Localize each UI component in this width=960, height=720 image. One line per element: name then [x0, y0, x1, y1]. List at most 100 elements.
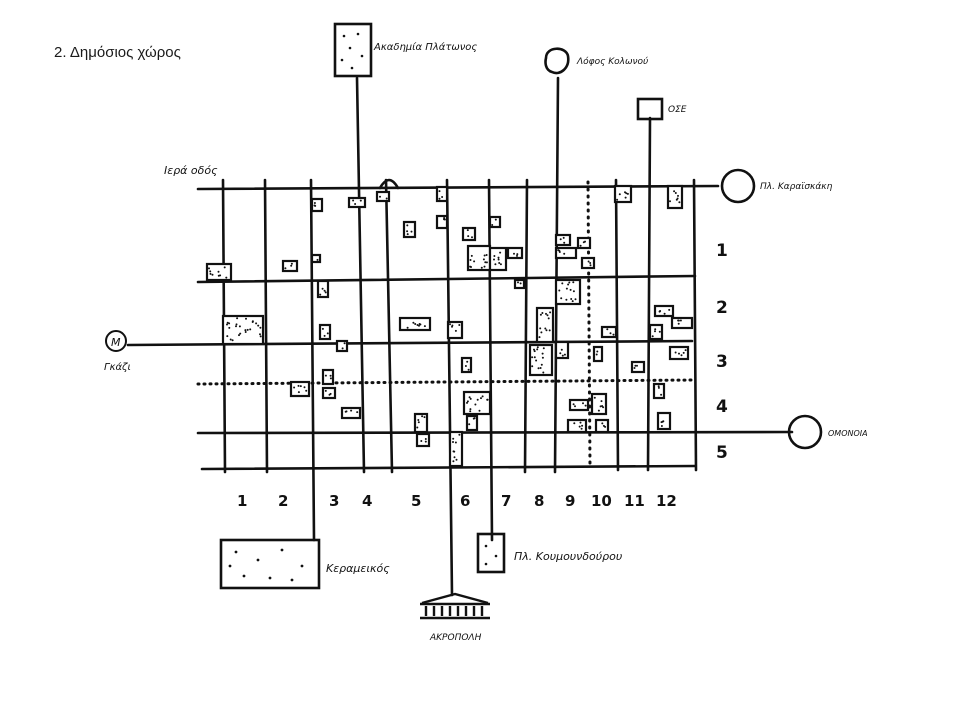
block-dot: [228, 326, 231, 329]
block-dot: [297, 384, 300, 387]
block-dot: [458, 324, 461, 326]
block-dot: [468, 396, 471, 399]
block-dot: [597, 409, 600, 412]
block-dot: [517, 281, 519, 284]
block-dot: [209, 270, 212, 273]
street-row-3: [126, 339, 694, 347]
block-dot: [239, 332, 242, 335]
block-dot: [406, 230, 409, 233]
block-dot: [485, 254, 488, 256]
block-dot: [209, 272, 212, 275]
block-dot: [454, 441, 457, 444]
block-dot: [324, 291, 327, 294]
block-dot: [580, 427, 583, 430]
block-dot: [473, 260, 476, 263]
block-dot: [493, 258, 495, 261]
col-number-5: 5: [411, 492, 421, 510]
block-dot: [443, 217, 446, 219]
block-dot: [539, 327, 542, 330]
block-dot: [657, 385, 660, 388]
block-dot: [572, 290, 575, 293]
block-dot: [412, 321, 415, 324]
block-dot: [595, 353, 598, 356]
block-dot: [464, 365, 467, 367]
col-number-1: 1: [237, 492, 247, 510]
block-dot: [540, 331, 543, 334]
block-dot: [473, 417, 476, 420]
block-dot: [658, 310, 661, 313]
col-number-11: 11: [624, 492, 645, 510]
block-dot: [533, 356, 536, 359]
block-dot: [441, 196, 444, 198]
block-dot: [565, 287, 568, 290]
block-dot: [319, 293, 322, 296]
block-dot: [600, 400, 603, 403]
block-dot: [539, 367, 542, 369]
block-dot: [677, 194, 679, 197]
block-dot: [352, 199, 355, 202]
block-dot: [541, 356, 544, 359]
block-dot: [480, 266, 483, 269]
block-dot: [259, 326, 262, 329]
block-dot: [618, 193, 621, 196]
block-dot: [416, 324, 419, 326]
block-dot: [406, 326, 409, 329]
block-dot: [654, 328, 657, 331]
block-dot: [531, 365, 534, 368]
public-space-block: [340, 406, 362, 420]
public-space-block: [594, 418, 610, 434]
public-space-block: [318, 323, 332, 341]
block-dot: [385, 197, 388, 200]
page-title: 2. Δημόσιος χώρος: [54, 44, 181, 61]
block-dot: [323, 334, 326, 337]
ose-box: [636, 97, 664, 121]
block-dot: [229, 338, 232, 341]
block-dot: [217, 270, 220, 273]
block-dot: [682, 351, 685, 354]
block-dot: [466, 401, 468, 404]
block-dot: [536, 348, 539, 351]
block-dot: [571, 300, 574, 303]
block-dot: [677, 322, 680, 325]
block-dot: [494, 263, 497, 266]
block-dot: [420, 440, 423, 442]
block-dot: [329, 377, 332, 380]
block-dot: [574, 405, 576, 408]
block-dot: [548, 329, 551, 332]
block-dot: [499, 263, 502, 266]
street-col-6: [445, 178, 454, 597]
block-dot: [249, 328, 252, 331]
block-dot: [561, 354, 564, 357]
block-dot: [416, 426, 419, 429]
block-dot: [491, 224, 494, 226]
row-number-1: 1: [716, 241, 728, 261]
block-dot: [654, 330, 656, 333]
block-dot: [476, 398, 479, 401]
karaiskaki-circle: [720, 168, 756, 204]
block-dot: [596, 350, 599, 353]
block-dot: [567, 283, 570, 286]
block-dot: [231, 339, 234, 342]
block-dot: [582, 402, 584, 405]
public-space-block: [310, 253, 322, 264]
block-dot: [480, 397, 482, 400]
public-space-block: [460, 356, 473, 374]
block-dot: [414, 323, 417, 325]
block-dot: [678, 201, 681, 204]
kerameikos-label: Κεραμεικός: [326, 562, 390, 575]
block-dot: [624, 196, 627, 199]
block-dot: [468, 423, 471, 426]
block-dot: [451, 324, 454, 327]
block-dot: [329, 374, 332, 377]
block-dot: [297, 391, 300, 394]
gazi-label: Γκάζι: [104, 361, 131, 373]
block-dot: [228, 322, 231, 325]
block-dot: [418, 323, 421, 325]
karaiskaki-label: Πλ. Καραϊσκάκη: [760, 182, 833, 192]
block-dot: [593, 396, 596, 399]
block-dot: [601, 422, 604, 425]
public-space-block: [321, 368, 335, 386]
col-number-4: 4: [362, 492, 372, 510]
col-number-10: 10: [591, 492, 612, 510]
